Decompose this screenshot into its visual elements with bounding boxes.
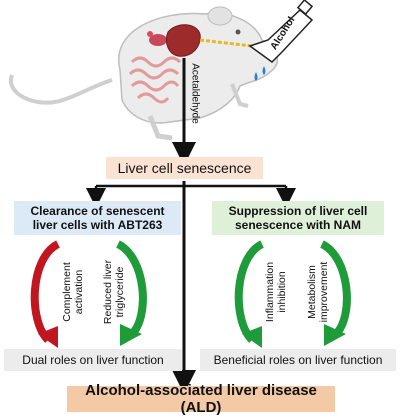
green-curved-arrow bbox=[234, 240, 265, 348]
dual-roles-box: Dual roles on liver function bbox=[4, 349, 182, 371]
ald-label: Alcohol-associated liver disease (ALD) bbox=[85, 382, 317, 416]
beneficial-roles-box: Beneficial roles on liver function bbox=[200, 349, 396, 371]
inflammation-line1: Inflammation bbox=[264, 261, 276, 323]
triglyceride-line1: Reduced liver bbox=[102, 259, 114, 325]
drop-icon bbox=[262, 66, 266, 75]
suppression-box: Suppression of liver cell senescence wit… bbox=[212, 201, 384, 235]
acetaldehyde-label: Acetaldehyde bbox=[189, 63, 201, 124]
organ-dot bbox=[147, 31, 153, 37]
suppression-line2: senescence with NAM bbox=[234, 218, 362, 232]
mouse-hind-leg bbox=[147, 115, 173, 141]
intestines bbox=[128, 56, 182, 104]
green-curved-arrow bbox=[115, 240, 147, 346]
complement-activation-label: Complement activation bbox=[61, 252, 85, 332]
alcohol-bottle-icon bbox=[248, 0, 314, 63]
suppression-line1: Suppression of liver cell bbox=[228, 204, 368, 218]
liver-organ bbox=[165, 24, 201, 57]
mouse-ear bbox=[207, 6, 233, 26]
complement-line1: Complement bbox=[61, 262, 73, 322]
ald-box: Alcohol-associated liver disease (ALD) bbox=[67, 382, 335, 416]
metabolism-line1: Metabolism bbox=[306, 265, 318, 319]
mouse-illustration bbox=[9, 0, 314, 141]
reduced-triglyceride-label: Reduced liver triglyceride bbox=[102, 252, 126, 332]
drop-icon bbox=[254, 72, 258, 81]
clearance-line1: Clearance of senescent bbox=[30, 204, 165, 218]
complement-line2: activation bbox=[73, 269, 85, 315]
clearance-box: Clearance of senescent liver cells with … bbox=[14, 201, 181, 235]
beneficial-roles-label: Beneficial roles on liver function bbox=[213, 353, 383, 367]
alcohol-path bbox=[199, 38, 253, 48]
mouse-tail bbox=[9, 74, 113, 105]
metabolism-improvement-label: Metabolism improvement bbox=[306, 252, 330, 332]
mouse-eye bbox=[235, 29, 241, 35]
green-curved-arrow bbox=[319, 240, 351, 346]
inflammation-inhibition-label: Inflammation inhibition bbox=[264, 252, 288, 332]
red-curved-arrow bbox=[30, 240, 61, 348]
inflammation-line2: inhibition bbox=[276, 271, 288, 313]
triglyceride-line2: triglyceride bbox=[114, 266, 126, 318]
metabolism-line2: improvement bbox=[318, 261, 330, 323]
dual-roles-label: Dual roles on liver function bbox=[22, 353, 164, 367]
liver-cell-senescence-box: Liver cell senescence bbox=[106, 157, 263, 179]
mouse-front-leg bbox=[230, 83, 249, 108]
senescence-label: Liver cell senescence bbox=[117, 160, 252, 176]
clearance-line2: liver cells with ABT263 bbox=[32, 218, 163, 232]
kidney-organ bbox=[149, 34, 167, 46]
